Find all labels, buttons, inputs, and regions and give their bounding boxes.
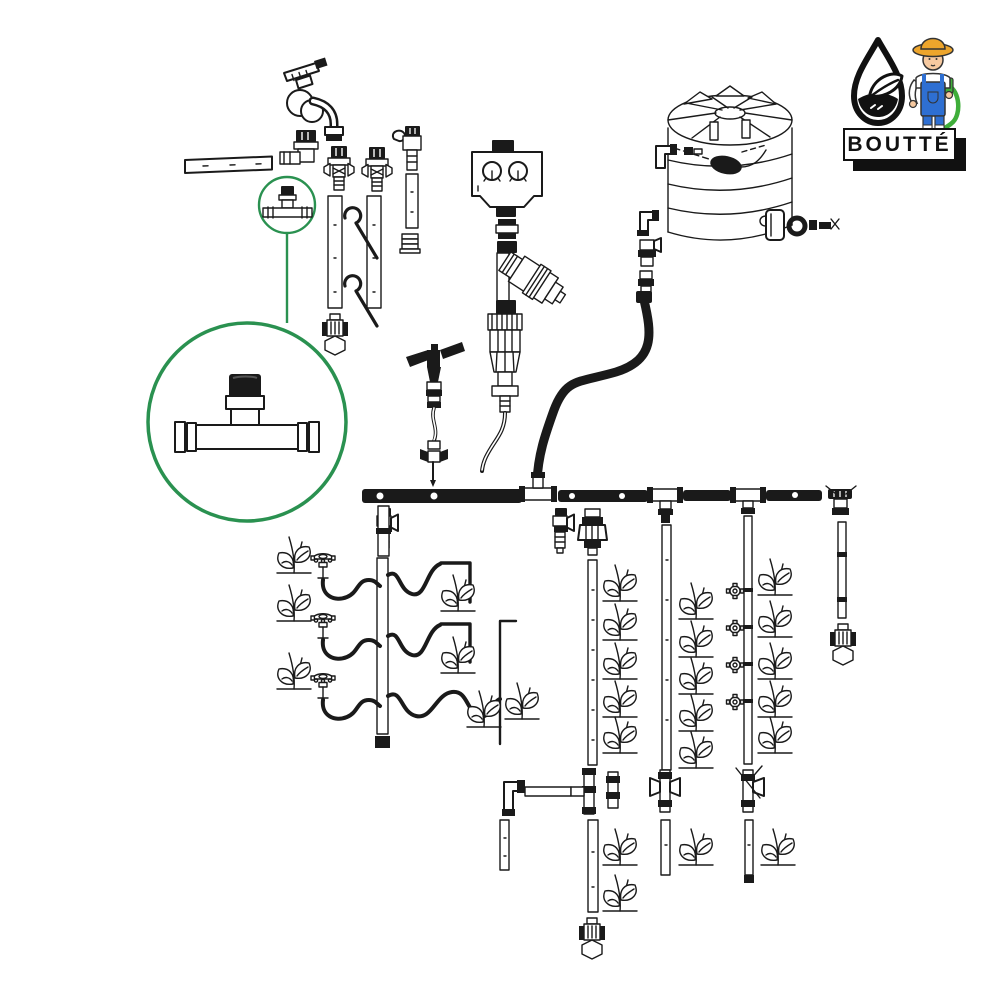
- magnifier-small-circle: [257, 175, 317, 323]
- bottom-elbow-run: [502, 768, 620, 816]
- tank-side-fittings: [637, 210, 662, 294]
- plant: [602, 874, 638, 912]
- bottom-pipe-c: [660, 819, 671, 876]
- dripper-emitter: [725, 656, 745, 674]
- plant: [276, 536, 312, 574]
- tee-coupler-1: [519, 472, 557, 502]
- plant: [678, 657, 714, 695]
- micro-sprinkler-2: [310, 613, 336, 639]
- brand-name-box: BOUTTÉ: [843, 128, 956, 161]
- main-pipe-segment-4: [766, 490, 822, 501]
- dripper-emitter: [725, 619, 745, 637]
- plant: [466, 690, 502, 728]
- plant: [276, 652, 312, 690]
- bottom-pipe-b: [587, 819, 599, 913]
- plant: [757, 558, 793, 596]
- micro-sprinkler-3: [310, 673, 336, 699]
- brand-mascot-icon: [908, 37, 961, 144]
- bottom-pipe-a: [499, 819, 510, 871]
- short-pipe: [405, 173, 419, 229]
- plant: [602, 680, 638, 718]
- elbow-tap-connector: [279, 130, 319, 165]
- dripper-emitter: [725, 582, 745, 600]
- ground-stake-hook-b: [343, 274, 379, 328]
- bottom-tee-b: [649, 769, 681, 813]
- drip-line-2: [661, 524, 672, 771]
- ground-stake-hook-a: [343, 206, 379, 260]
- main-pipe-segment-2: [558, 490, 648, 502]
- plant: [757, 716, 793, 754]
- supply-hose: [532, 291, 654, 487]
- drip-line-3: [743, 515, 753, 765]
- tank-outlet-valve: [759, 209, 840, 241]
- plant: [757, 600, 793, 638]
- micro-sprinkler-1: [310, 553, 336, 579]
- plant: [678, 620, 714, 658]
- plant: [602, 642, 638, 680]
- tap-adapter-b: [361, 146, 393, 192]
- plant: [504, 682, 540, 720]
- spare-inline-filter: [577, 508, 608, 556]
- tee-coupler-3: [730, 487, 766, 514]
- dripper-emitter: [725, 693, 745, 711]
- garden-tap: [283, 57, 344, 141]
- end-cap-bottom: [578, 917, 606, 960]
- timer-coupling: [495, 219, 519, 253]
- plant: [602, 564, 638, 602]
- end-cap-right: [829, 623, 857, 666]
- irrigation-timer: [471, 140, 543, 217]
- plant: [678, 582, 714, 620]
- clamp-end-cap-a: [321, 313, 349, 356]
- plant: [602, 716, 638, 754]
- plant: [678, 694, 714, 732]
- tee-coupler-2: [647, 487, 683, 523]
- main-pipe-segment-1: [362, 489, 522, 503]
- pressure-reducer: [487, 313, 523, 413]
- riser-pipe-a: [327, 195, 343, 309]
- plant: [276, 584, 312, 622]
- inline-filter: [496, 251, 567, 314]
- plant: [757, 642, 793, 680]
- magnifier-detail-tee-connector: [146, 321, 348, 523]
- tank-inlet-elbow: [655, 144, 703, 169]
- tap-adapter-a: [323, 145, 355, 191]
- plant: [678, 828, 714, 866]
- bottom-pipe-d: [744, 819, 754, 883]
- wall-mounting-rail: [184, 155, 273, 174]
- plant: [757, 680, 793, 718]
- left-zone: [310, 505, 518, 748]
- plant: [678, 731, 714, 769]
- plant: [602, 828, 638, 866]
- main-pipe-segment-3: [683, 490, 731, 501]
- drip-line-4: [837, 521, 847, 619]
- plant: [760, 828, 796, 866]
- brand-name: BOUTTÉ: [847, 132, 952, 156]
- brand-drop-icon: [851, 37, 905, 126]
- regulator-tube: [480, 411, 507, 473]
- drip-line-1: [587, 559, 598, 766]
- tube-coil: [399, 233, 421, 254]
- line-end-fitting: [825, 485, 857, 515]
- spare-valve-b: [552, 507, 575, 554]
- plant: [602, 603, 638, 641]
- mini-valve: [392, 126, 422, 171]
- bottom-tee-c: [735, 765, 765, 813]
- impact-sprinkler: [406, 342, 465, 487]
